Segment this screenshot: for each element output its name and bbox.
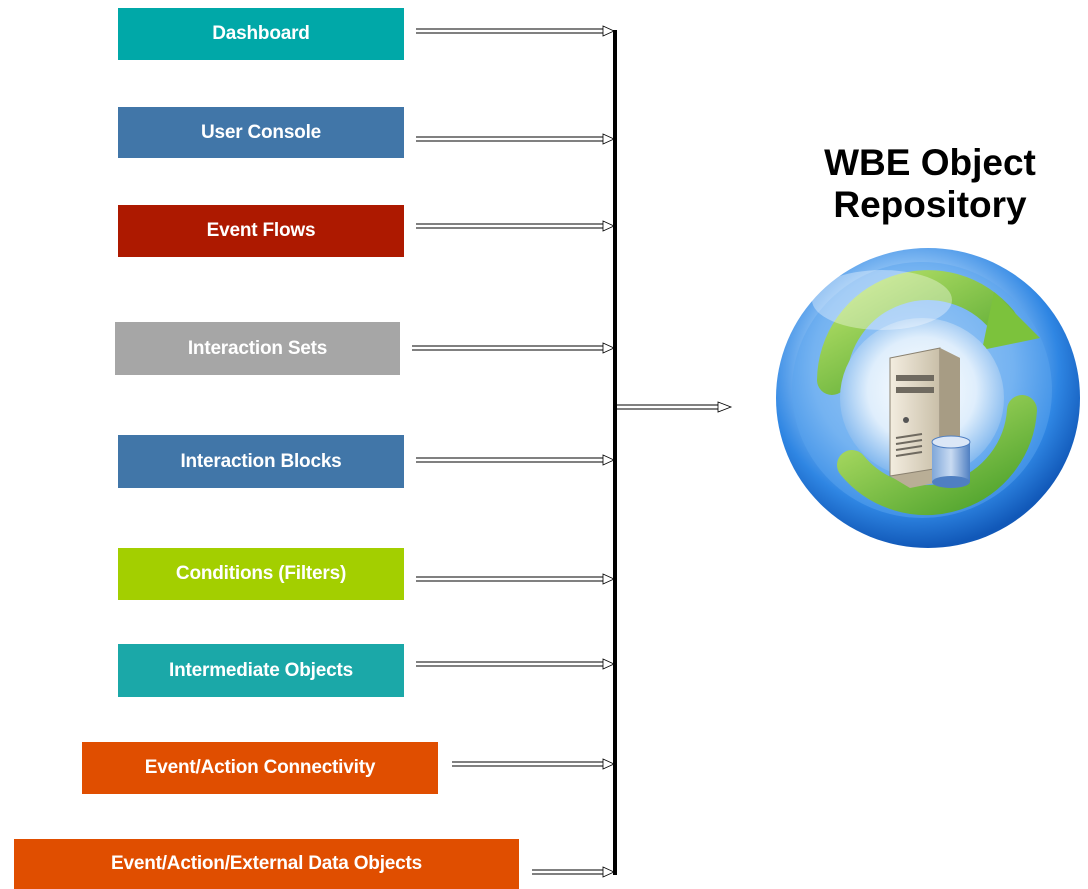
arrow-interaction-blocks [416,454,615,466]
source-label: Event Flows [206,220,316,241]
arrow-to-repository [617,401,733,413]
source-label: Dashboard [212,23,310,44]
source-label: User Console [200,121,322,143]
source-box-conditions: Conditions (Filters) [118,548,404,600]
arrow-conditions [416,573,615,585]
source-box-event-action-connectivity: Event/Action Connectivity [82,742,438,794]
source-box-interaction-blocks: Interaction Blocks [118,435,404,488]
source-label: Interaction Sets [187,337,328,359]
arrow-event-flows [416,220,615,232]
repository-title: WBE Object Repository [824,142,1036,225]
arrow-event-action-external-data-objects [532,866,615,878]
source-label: Intermediate Objects [169,659,353,681]
source-label: Conditions (Filters) [175,563,347,584]
arrow-interaction-sets [412,342,615,354]
source-box-interaction-sets: Interaction Sets [115,322,400,375]
arrow-event-action-connectivity [452,758,615,770]
source-box-user-console: User Console [118,107,404,158]
source-box-intermediate-objects: Intermediate Objects [118,644,404,697]
arrow-dashboard [416,25,615,37]
repository-server-icon [776,248,1080,548]
source-label: Event/Action Connectivity [144,757,376,778]
arrow-intermediate-objects [416,658,615,670]
source-box-dashboard: Dashboard [118,8,404,60]
arrow-user-console [416,133,615,145]
source-box-event-action-external-data-objects: Event/Action/External Data Objects [14,839,519,889]
source-label: Interaction Blocks [180,450,342,472]
source-box-event-flows: Event Flows [118,205,404,257]
source-label: Event/Action/External Data Objects [110,853,422,874]
